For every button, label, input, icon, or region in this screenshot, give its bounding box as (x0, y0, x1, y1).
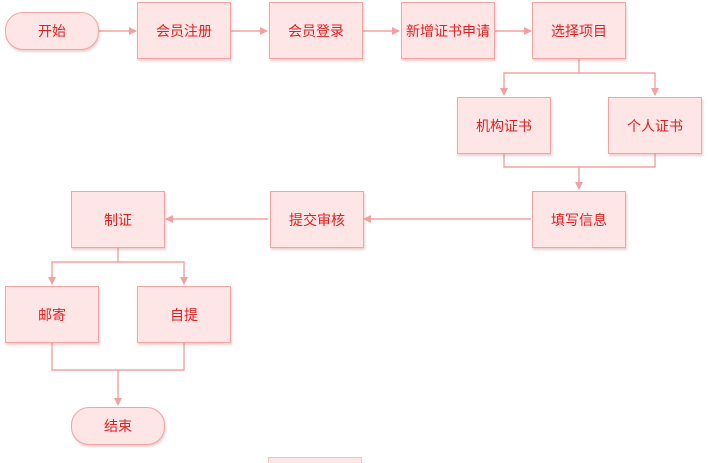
org-cert-node: 机构证书 (457, 97, 551, 154)
arrow-make-to-mail (48, 261, 118, 285)
arrow-make-to-pickup (118, 261, 188, 285)
make-cert-node: 制证 (71, 191, 165, 248)
arrow-select-to-personal (579, 72, 659, 96)
end-node: 结束 (71, 407, 165, 445)
member-register-node: 会员注册 (137, 2, 231, 59)
partial-node-stub (268, 457, 362, 463)
select-project-node: 选择项目 (532, 2, 626, 59)
personal-cert-node: 个人证书 (608, 97, 702, 154)
arrow-org-merge (503, 154, 579, 168)
self-pickup-node: 自提 (137, 286, 231, 343)
arrow-pickup-merge (118, 343, 185, 371)
arrow-select-to-org (500, 72, 579, 96)
mail-node: 邮寄 (5, 286, 99, 343)
arrow-mail-merge (51, 343, 118, 371)
submit-review-node: 提交审核 (270, 191, 364, 248)
fill-info-node: 填写信息 (532, 191, 626, 248)
start-node: 开始 (5, 12, 99, 50)
arrow-personal-merge (579, 154, 656, 168)
new-cert-application-node: 新增证书申请 (401, 2, 495, 59)
member-login-node: 会员登录 (269, 2, 363, 59)
